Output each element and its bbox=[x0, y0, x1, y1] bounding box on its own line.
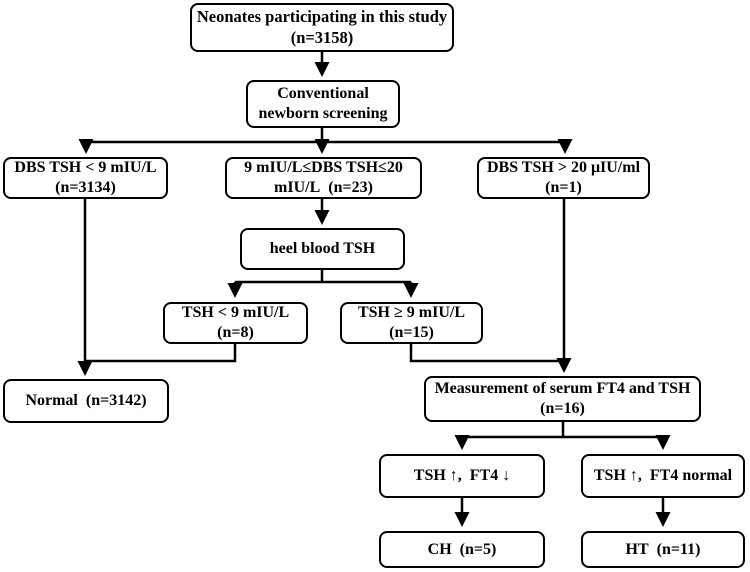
node-tsh-high-line1: TSH ≥ 9 mIU/L bbox=[357, 304, 466, 321]
node-normal-line1: Normal (n=3142) bbox=[25, 392, 147, 409]
node-heel-blood-tsh: heel blood TSH bbox=[240, 228, 405, 270]
line-tsh-high-elbow bbox=[409, 344, 563, 363]
node-ch-line1: CH (n=5) bbox=[427, 540, 497, 558]
node-heel-blood-tsh-line1: heel blood TSH bbox=[269, 240, 376, 257]
node-neonates: Neonates participating in this study (n=… bbox=[190, 3, 454, 52]
node-dbs-tsh-mid: 9 mIU/L≤DBS TSH≤20 mIU/L (n=23) bbox=[225, 157, 422, 199]
node-dbs-tsh-low: DBS TSH < 9 mIU/L (n=3134) bbox=[3, 157, 168, 199]
node-dbs-tsh-low-line2: (n=3134) bbox=[55, 179, 116, 196]
node-measurement-serum-line2: (n=16) bbox=[540, 400, 585, 417]
node-measurement-serum: Measurement of serum FT4 and TSH (n=16) bbox=[424, 376, 701, 422]
node-dbs-tsh-high-line2: (n=1) bbox=[545, 179, 582, 196]
node-tsh-up-ft4-normal-line1: TSH ↑, FT4 normal bbox=[593, 467, 733, 484]
node-tsh-high-line2: (n=15) bbox=[389, 324, 434, 341]
node-tsh-low: TSH < 9 mIU/L (n=8) bbox=[163, 302, 308, 344]
node-ht-line1: HT (n=11) bbox=[625, 540, 701, 558]
node-tsh-up-ft4-normal: TSH ↑, FT4 normal bbox=[581, 454, 745, 498]
node-dbs-tsh-mid-line1: 9 mIU/L≤DBS TSH≤20 bbox=[244, 159, 403, 176]
node-tsh-low-line1: TSH < 9 mIU/L bbox=[181, 304, 290, 321]
line-tsh-low-elbow bbox=[84, 344, 237, 363]
node-tsh-up-ft4-down: TSH ↑, FT4 ↓ bbox=[379, 454, 545, 498]
node-dbs-tsh-mid-line2: mIU/L (n=23) bbox=[274, 179, 373, 196]
node-conventional-screening: Conventional newborn screening bbox=[246, 80, 400, 128]
node-ch: CH (n=5) bbox=[379, 531, 545, 568]
node-conventional-line2: newborn screening bbox=[258, 105, 388, 122]
node-dbs-tsh-high: DBS TSH > 20 μIU/ml (n=1) bbox=[477, 157, 650, 199]
node-measurement-serum-line1: Measurement of serum FT4 and TSH bbox=[434, 380, 691, 397]
node-dbs-tsh-low-line1: DBS TSH < 9 mIU/L bbox=[14, 159, 157, 176]
node-tsh-up-ft4-down-line1: TSH ↑, FT4 ↓ bbox=[413, 467, 511, 484]
node-ht: HT (n=11) bbox=[581, 531, 745, 568]
node-neonates-line1: Neonates participating in this study bbox=[196, 6, 448, 26]
node-tsh-high: TSH ≥ 9 mIU/L (n=15) bbox=[340, 302, 483, 344]
node-dbs-tsh-high-line1: DBS TSH > 20 μIU/ml bbox=[486, 159, 641, 176]
node-normal: Normal (n=3142) bbox=[3, 379, 169, 423]
node-neonates-line2: (n=3158) bbox=[290, 27, 354, 47]
node-tsh-low-line2: (n=8) bbox=[217, 324, 254, 341]
node-conventional-line1: Conventional bbox=[277, 85, 369, 102]
